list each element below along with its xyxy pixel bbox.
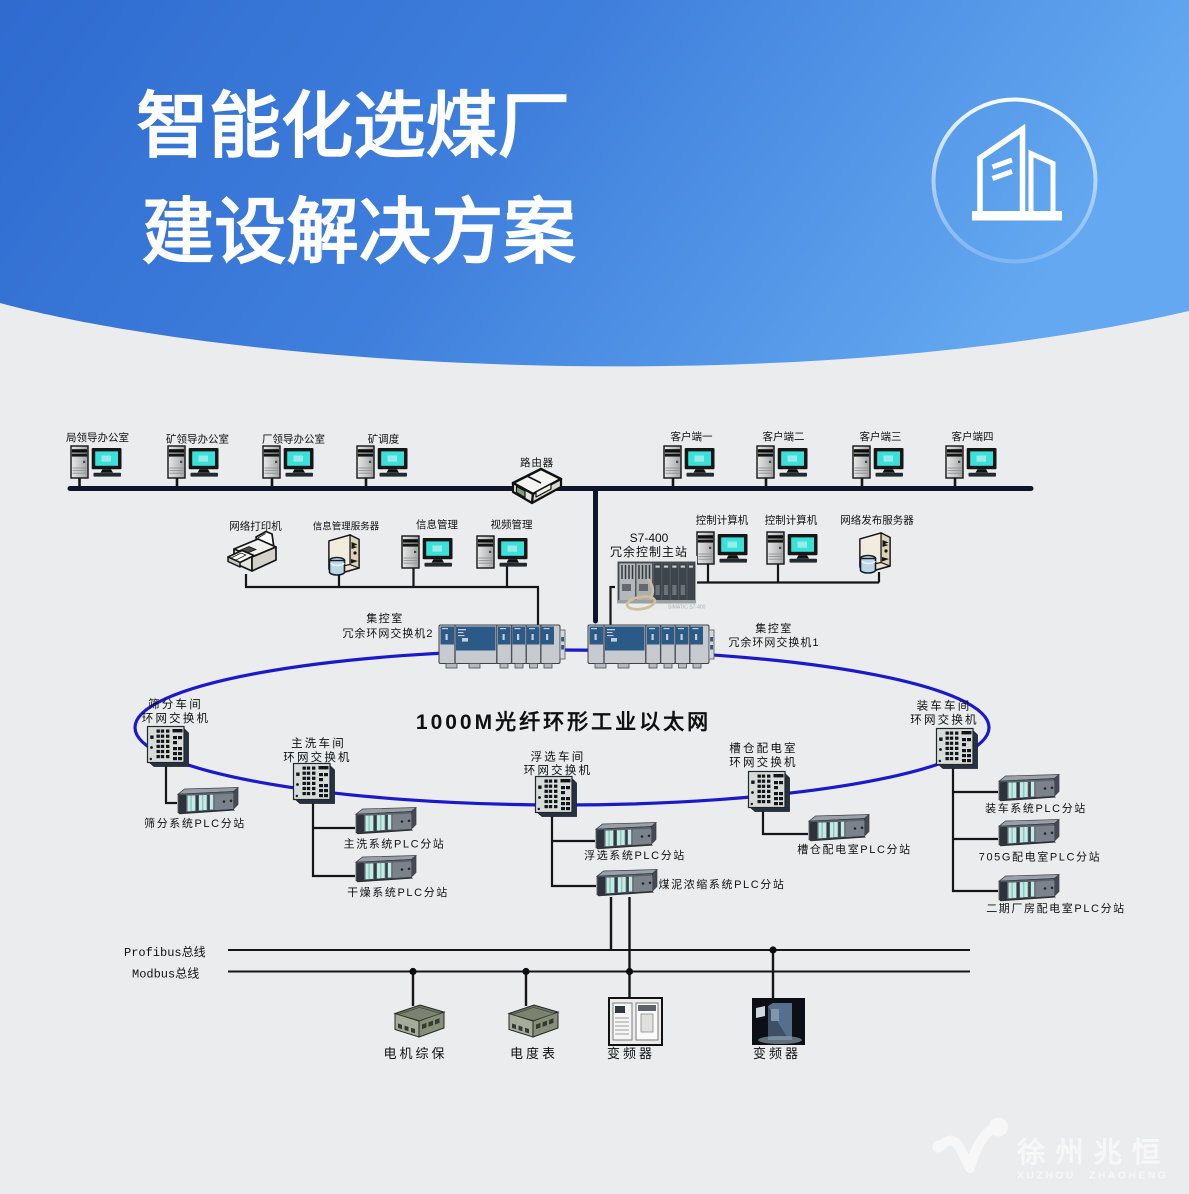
svg-text:环网交换机: 环网交换机 [142, 711, 211, 725]
svg-text:建设解决方案: 建设解决方案 [142, 193, 577, 273]
svg-text:二期厂房配电室PLC分站: 二期厂房配电室PLC分站 [986, 901, 1126, 915]
svg-text:客户端三: 客户端三 [860, 430, 902, 443]
svg-text:槽仓配电室PLC分站: 槽仓配电室PLC分站 [797, 842, 911, 856]
svg-text:客户端四: 客户端四 [952, 430, 994, 443]
svg-text:矿领导办公室: 矿领导办公室 [166, 433, 229, 446]
svg-text:变频器: 变频器 [607, 1046, 655, 1061]
svg-text:集控室: 集控室 [366, 611, 404, 625]
svg-text:环网交换机: 环网交换机 [910, 713, 979, 727]
svg-text:局领导办公室: 局领导办公室 [66, 431, 129, 444]
svg-text:装车系统PLC分站: 装车系统PLC分站 [985, 801, 1087, 815]
svg-text:浮选系统PLC分站: 浮选系统PLC分站 [584, 848, 686, 862]
svg-text:1000M光纤环形工业以太网: 1000M光纤环形工业以太网 [416, 710, 711, 734]
svg-text:智能化选煤厂: 智能化选煤厂 [137, 87, 571, 167]
svg-text:信息管理服务器: 信息管理服务器 [313, 521, 380, 533]
svg-text:Profibus总线: Profibus总线 [124, 945, 206, 960]
svg-text:电机综保: 电机综保 [383, 1046, 447, 1061]
svg-text:矿调度: 矿调度 [368, 433, 400, 446]
svg-text:信息管理: 信息管理 [416, 518, 458, 531]
svg-text:视频管理: 视频管理 [491, 518, 533, 531]
svg-text:Modbus总线: Modbus总线 [132, 967, 199, 982]
svg-text:控制计算机: 控制计算机 [765, 514, 818, 527]
svg-text:S7-400: S7-400 [630, 531, 669, 545]
svg-text:徐州兆恒: 徐州兆恒 [1016, 1137, 1170, 1169]
svg-text:客户端二: 客户端二 [763, 430, 805, 443]
svg-text:装车车间: 装车车间 [917, 699, 972, 713]
svg-text:干燥系统PLC分站: 干燥系统PLC分站 [347, 885, 449, 899]
svg-text:冗余控制主站: 冗余控制主站 [610, 544, 688, 559]
svg-text:煤泥浓缩系统PLC分站: 煤泥浓缩系统PLC分站 [659, 877, 786, 891]
svg-text:网络打印机: 网络打印机 [229, 520, 282, 533]
svg-text:路由器: 路由器 [520, 456, 554, 469]
svg-text:槽仓配电室: 槽仓配电室 [729, 741, 798, 755]
svg-text:控制计算机: 控制计算机 [696, 514, 749, 527]
svg-text:SIMATIC S7-400: SIMATIC S7-400 [668, 605, 706, 611]
svg-text:环网交换机: 环网交换机 [729, 755, 798, 769]
svg-text:主洗车间: 主洗车间 [291, 736, 346, 750]
svg-text:客户端一: 客户端一 [671, 430, 713, 443]
svg-text:网络发布服务器: 网络发布服务器 [840, 514, 914, 527]
svg-text:705G配电室PLC分站: 705G配电室PLC分站 [979, 850, 1102, 864]
svg-text:变频器: 变频器 [753, 1046, 801, 1061]
svg-text:ZHAOHENG: ZHAOHENG [1089, 1170, 1168, 1182]
svg-text:XUZHOU: XUZHOU [1017, 1170, 1076, 1182]
svg-text:环网交换机: 环网交换机 [524, 763, 593, 777]
svg-text:电度表: 电度表 [510, 1046, 558, 1061]
svg-text:主洗系统PLC分站: 主洗系统PLC分站 [344, 837, 446, 851]
svg-text:冗余环网交换机1: 冗余环网交换机1 [728, 635, 819, 649]
svg-text:筛分系统PLC分站: 筛分系统PLC分站 [144, 816, 246, 830]
svg-text:环网交换机: 环网交换机 [283, 750, 352, 764]
svg-text:冗余环网交换机2: 冗余环网交换机2 [342, 626, 433, 640]
svg-text:筛分车间: 筛分车间 [148, 697, 203, 711]
svg-text:浮选车间: 浮选车间 [531, 750, 586, 764]
svg-text:集控室: 集控室 [755, 621, 793, 635]
svg-text:厂领导办公室: 厂领导办公室 [262, 433, 325, 446]
